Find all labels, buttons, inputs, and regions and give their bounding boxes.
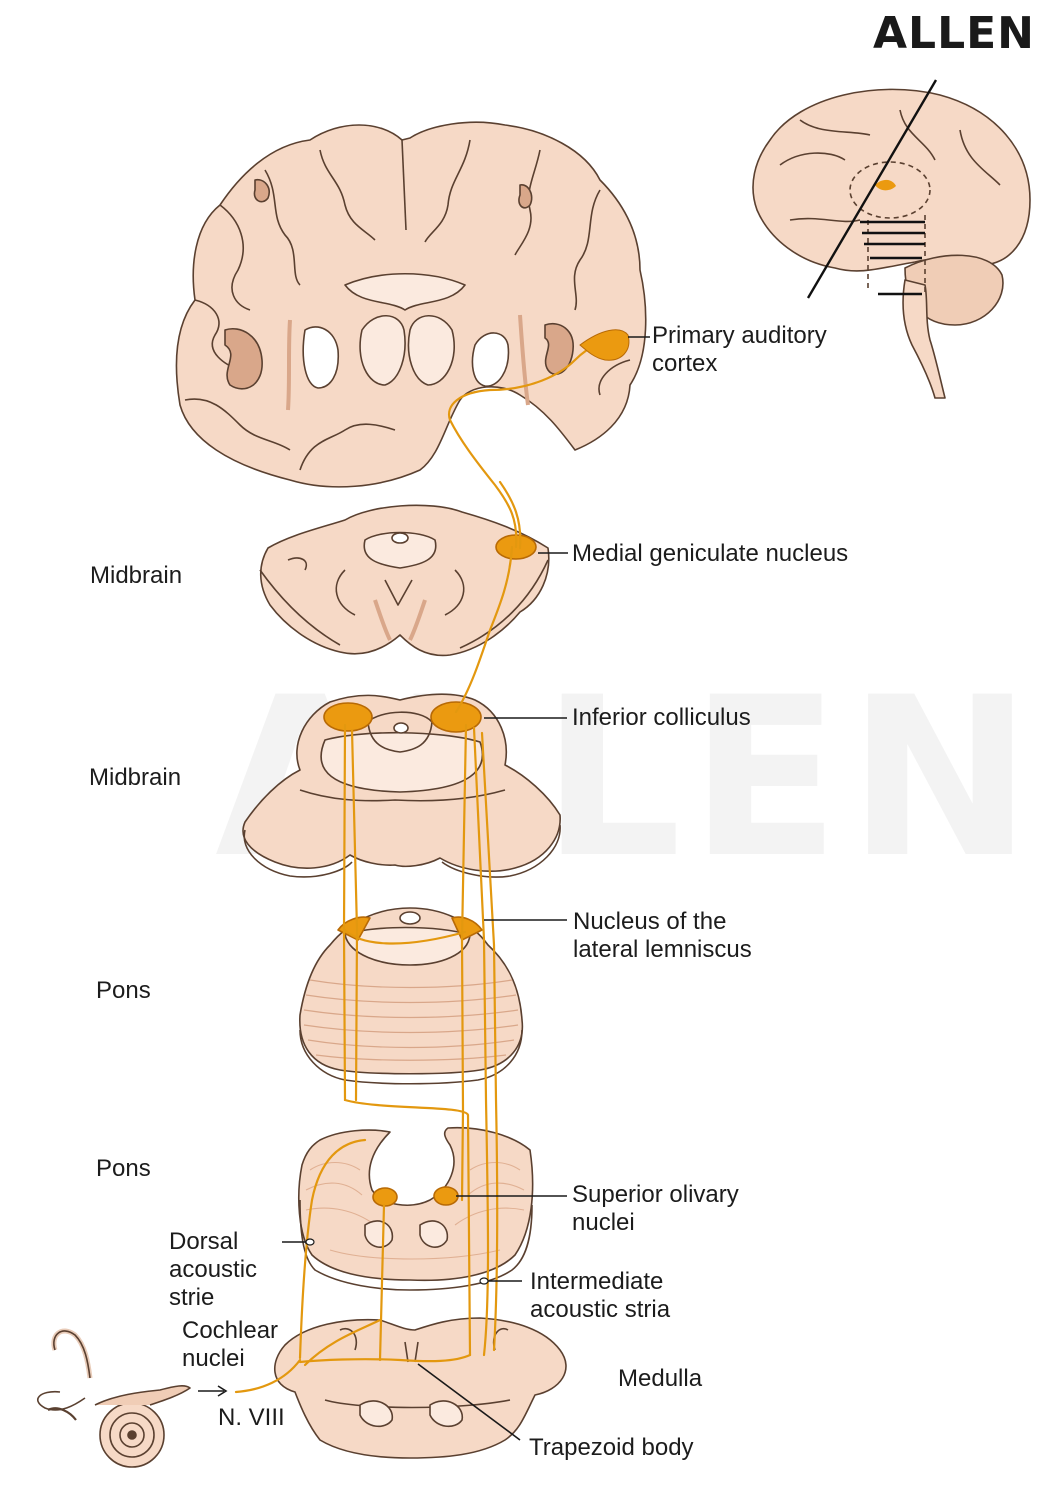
label-line: Superior olivary bbox=[572, 1181, 739, 1208]
label-line: nuclei bbox=[182, 1345, 245, 1372]
label-medulla: Medulla bbox=[618, 1365, 703, 1392]
sagittal-brain-inset bbox=[752, 79, 1031, 399]
label-intermediate-acoustic: Intermediate acoustic stria bbox=[530, 1268, 670, 1324]
label-lateral-lemniscus: Nucleus of the lateral lemniscus bbox=[573, 908, 752, 964]
label-line: Cochlear bbox=[182, 1317, 279, 1344]
label-inferior-colliculus: Inferior colliculus bbox=[572, 704, 751, 731]
label-medial-geniculate: Medial geniculate nucleus bbox=[572, 540, 849, 567]
cerebrum-coronal-section bbox=[175, 121, 647, 488]
midbrain-upper-section bbox=[259, 504, 550, 657]
auditory-pathway-fibres bbox=[234, 340, 617, 1394]
label-line: nuclei bbox=[572, 1209, 635, 1236]
label-line: Intermediate bbox=[530, 1268, 664, 1295]
pons-lower-section bbox=[298, 1126, 534, 1291]
midbrain-lower-section bbox=[242, 693, 561, 878]
label-line: lateral lemniscus bbox=[573, 936, 752, 963]
label-pons-upper: Pons bbox=[96, 977, 151, 1004]
label-trapezoid-body: Trapezoid body bbox=[529, 1434, 694, 1461]
label-line: Nucleus of the bbox=[573, 908, 727, 935]
pons-upper-section bbox=[299, 907, 524, 1085]
label-midbrain-upper: Midbrain bbox=[90, 562, 183, 589]
label-midbrain-lower: Midbrain bbox=[89, 764, 182, 791]
label-line: Dorsal bbox=[169, 1228, 239, 1255]
leader-lines bbox=[198, 336, 650, 1441]
label-cochlear-nuclei: Cochlear nuclei bbox=[182, 1317, 278, 1373]
label-line: acoustic stria bbox=[530, 1296, 671, 1323]
label-line: Primary auditory bbox=[652, 322, 827, 349]
inner-ear bbox=[37, 1328, 191, 1468]
label-superior-olivary: Superior olivary nuclei bbox=[572, 1181, 739, 1237]
label-n-viii: N. VIII bbox=[218, 1404, 285, 1431]
label-line: cortex bbox=[652, 350, 718, 377]
medulla-section bbox=[273, 1317, 567, 1459]
label-line: strie bbox=[169, 1284, 215, 1311]
label-primary-auditory-cortex: Primary auditory cortex bbox=[652, 322, 827, 378]
label-pons-lower: Pons bbox=[96, 1155, 151, 1182]
stria-markers bbox=[305, 1238, 489, 1285]
label-dorsal-acoustic: Dorsal acoustic strie bbox=[169, 1228, 257, 1312]
allen-logo: ALLEN bbox=[873, 8, 1036, 59]
label-line: acoustic bbox=[169, 1256, 258, 1283]
primary-auditory-cortex-region bbox=[579, 329, 630, 361]
